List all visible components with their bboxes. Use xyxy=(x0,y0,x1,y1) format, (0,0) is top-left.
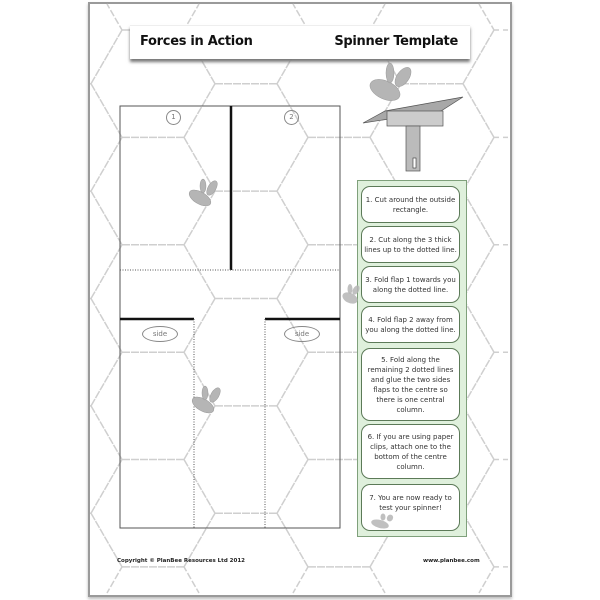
flap-2-label: 2 xyxy=(284,110,299,125)
instruction-step: 2. Cut along the 3 thick lines up to the… xyxy=(361,226,460,263)
instructions-panel: 1. Cut around the outside rectangle. 2. … xyxy=(357,180,467,537)
bee-icon xyxy=(369,62,412,101)
flap-1-label: 1 xyxy=(166,110,181,125)
instruction-step: 4. Fold flap 2 away from you along the d… xyxy=(361,306,460,343)
bee-icon xyxy=(188,178,218,207)
bee-icon xyxy=(342,284,360,304)
worksheet-title: Spinner Template xyxy=(334,34,458,49)
bee-icon xyxy=(371,513,394,529)
instruction-step: 3. Fold flap 1 towards you along the dot… xyxy=(361,266,460,303)
instruction-step: 6. If you are using paper clips, attach … xyxy=(361,424,460,479)
instruction-step: 5. Fold along the remaining 2 dotted lin… xyxy=(361,348,460,421)
assembled-spinner-illustration xyxy=(362,96,464,172)
bee-icon xyxy=(191,385,221,414)
side-flap-label: side xyxy=(142,326,178,342)
website-link[interactable]: www.planbee.com xyxy=(423,558,480,564)
worksheet-topic: Forces in Action xyxy=(140,34,253,49)
title-banner: Forces in Action Spinner Template xyxy=(130,25,470,59)
instruction-step: 1. Cut around the outside rectangle. xyxy=(361,186,460,223)
side-flap-label: side xyxy=(284,326,320,342)
copyright-text: Copyright © PlanBee Resources Ltd 2012 xyxy=(117,558,245,564)
